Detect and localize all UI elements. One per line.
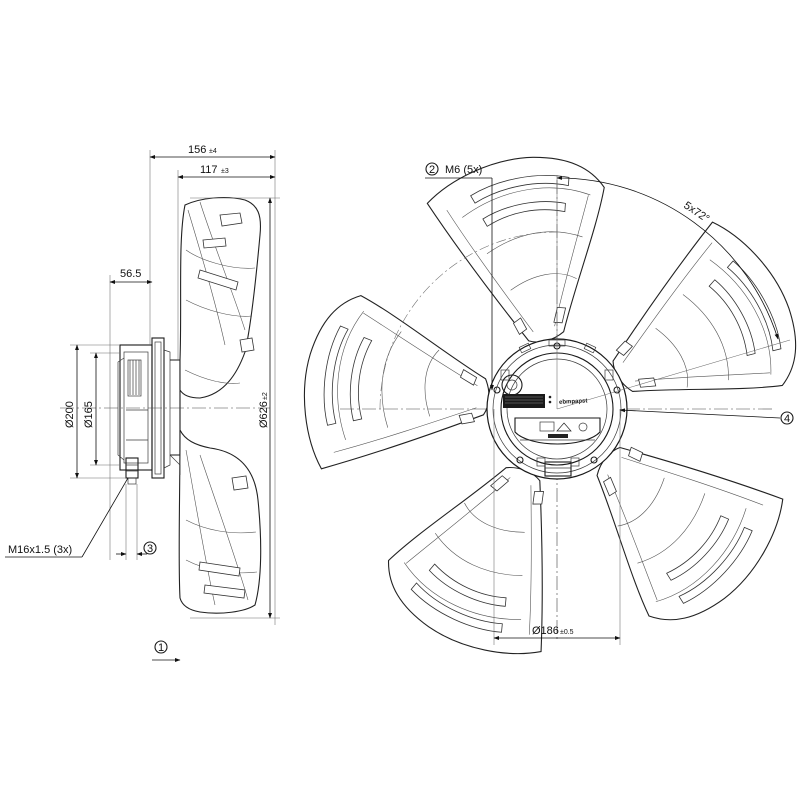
front-view: ebmpapst Ø186 ±0.5 5x72° 2 M6 ( <box>292 144 800 678</box>
dim-dia-186-value: Ø186 <box>532 625 559 637</box>
dim-dia-186: Ø186 ±0.5 <box>493 409 621 645</box>
side-view: 156 ±4 117 ±3 56.5 Ø200 Ø165 <box>5 144 280 662</box>
callout-2-bolt: 2 M6 (5x) <box>425 162 494 391</box>
bolt-hole <box>613 386 621 394</box>
blade-5 <box>292 289 502 492</box>
manufacturer-logo: ebmpapst <box>559 398 588 405</box>
callout-thread: M16x1.5 (3x) <box>5 477 129 558</box>
bolt-hole <box>493 386 501 394</box>
terminal-cover <box>514 417 601 445</box>
callout-1-airflow: 1 <box>152 640 181 662</box>
dim-hub-depth-tol: ±3 <box>221 168 229 175</box>
dim-motor-offset-value: 56.5 <box>120 268 141 280</box>
callout-4: 4 <box>619 408 794 425</box>
dim-dia-626-tol: ±2 <box>262 392 269 400</box>
dim-dia-200: Ø200 <box>64 344 126 479</box>
motor-fins <box>126 359 148 441</box>
side-blade-lower <box>178 429 262 614</box>
callout-2-text: M6 (5x) <box>445 164 482 176</box>
callout-3: 3 <box>116 484 157 560</box>
dim-dia-200-value: Ø200 <box>64 401 76 428</box>
mounting-bolt <box>125 457 139 485</box>
dim-dia-626: Ø626 ±2 <box>190 197 280 619</box>
dim-angle-value: 5x72° <box>681 200 711 226</box>
dim-dia-626-value: Ø626 <box>258 401 270 428</box>
dim-dia-165-value: Ø165 <box>83 401 95 428</box>
dim-overall-depth-value: 156 <box>188 144 206 156</box>
bolt-hole <box>516 456 524 464</box>
dim-dia-186-tol: ±0.5 <box>560 629 574 636</box>
callout-thread-text: M16x1.5 (3x) <box>8 544 72 556</box>
callout-1-label: 1 <box>158 642 164 654</box>
dim-motor-offset: 56.5 <box>109 268 153 560</box>
side-blade-upper <box>179 196 262 399</box>
dim-overall-depth-tol: ±4 <box>209 148 217 155</box>
callout-2-label: 2 <box>429 164 435 176</box>
dim-hub-depth-value: 117 <box>200 164 218 176</box>
dim-overall-depth: 156 ±4 <box>149 144 276 625</box>
callout-3-label: 3 <box>147 543 153 555</box>
blade-1 <box>421 144 630 358</box>
bolt-hole <box>590 456 598 464</box>
callout-4-label: 4 <box>784 413 790 425</box>
nameplate-dark <box>503 394 545 408</box>
dim-dia-165: Ø165 <box>83 352 120 466</box>
dim-hub-depth: 117 ±3 <box>177 164 276 360</box>
